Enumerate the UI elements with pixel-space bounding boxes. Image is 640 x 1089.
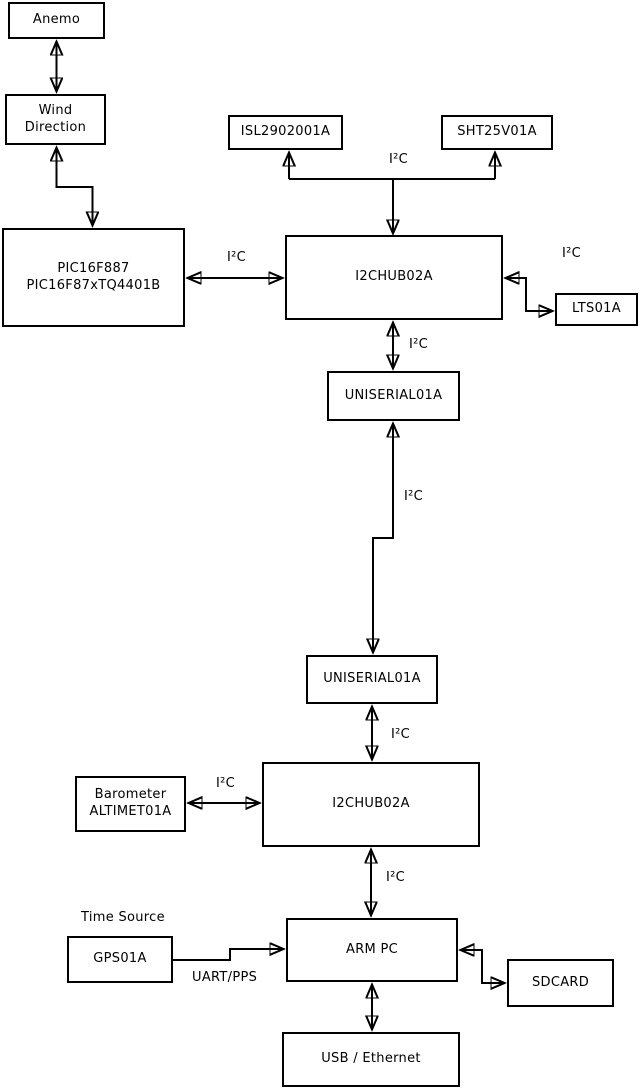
arrow-wind-pic (57, 148, 93, 225)
arrow-hub1-lts (506, 278, 552, 311)
node-i2chub02a-1: I2CHUB02A (285, 235, 503, 320)
label-time-source: Time Source (81, 910, 165, 925)
bus-label-i2c-pic-hub1: I²C (227, 250, 247, 265)
bus-label-i2c-uniserial2-hub2: I²C (391, 727, 411, 742)
bus-label-i2c-hub2-armpc: I²C (386, 870, 406, 885)
bus-label-i2c-barometer-hub2: I²C (216, 776, 236, 791)
node-label: PIC16F887 (57, 260, 130, 276)
node-sdcard: SDCARD (507, 959, 614, 1007)
node-label: I2CHUB02A (332, 796, 410, 812)
node-label: PIC16F87xTQ4401B (26, 277, 161, 293)
bus-label-uart-pps: UART/PPS (192, 970, 258, 985)
bus-label-i2c-uniserial-link: I²C (404, 489, 424, 504)
bus-label-i2c-hub1-lts: I²C (562, 246, 582, 261)
node-gps01a: GPS01A (67, 936, 173, 983)
node-label: ARM PC (346, 941, 398, 957)
node-label: Anemo (32, 12, 81, 28)
node-i2chub02a-2: I2CHUB02A (262, 762, 480, 847)
node-label: Barometer (94, 787, 167, 803)
node-label: LTS01A (572, 301, 621, 317)
arrow-armpc-sdcard (461, 950, 504, 983)
node-label: I2CHUB02A (355, 269, 433, 285)
node-sht25v01a: SHT25V01A (441, 115, 553, 150)
node-label: Direction (24, 119, 87, 135)
node-uniserial01a-1: UNISERIAL01A (327, 371, 460, 421)
node-label: GPS01A (93, 951, 147, 967)
node-arm-pc: ARM PC (286, 918, 458, 982)
arrow-gps-armpc (173, 949, 283, 961)
node-label: SHT25V01A (457, 124, 537, 140)
node-lts01a: LTS01A (555, 293, 638, 326)
bus-label-i2c-hub1-uniserial1: I²C (409, 337, 429, 352)
node-label: UNISERIAL01A (323, 671, 421, 687)
node-label: UNISERIAL01A (344, 387, 443, 403)
node-isl2902001a: ISL2902001A (228, 115, 343, 150)
node-label: SDCARD (531, 974, 590, 990)
node-uniserial01a-2: UNISERIAL01A (306, 655, 438, 704)
bus-label-i2c-sensors-hub1: I²C (389, 152, 409, 167)
node-anemo: Anemo (8, 2, 105, 39)
node-label: ISL2902001A (240, 124, 331, 140)
node-label: USB / Ethernet (321, 1051, 421, 1067)
node-pic16f887: PIC16F887 PIC16F87xTQ4401B (2, 228, 185, 327)
node-usb-ethernet: USB / Ethernet (282, 1032, 460, 1087)
node-barometer-altimet01a: Barometer ALTIMET01A (75, 776, 186, 832)
node-label: Wind (38, 102, 73, 118)
node-label: ALTIMET01A (89, 804, 172, 819)
node-wind-direction: Wind Direction (5, 94, 106, 145)
arrow-uniserial-link (373, 424, 393, 652)
